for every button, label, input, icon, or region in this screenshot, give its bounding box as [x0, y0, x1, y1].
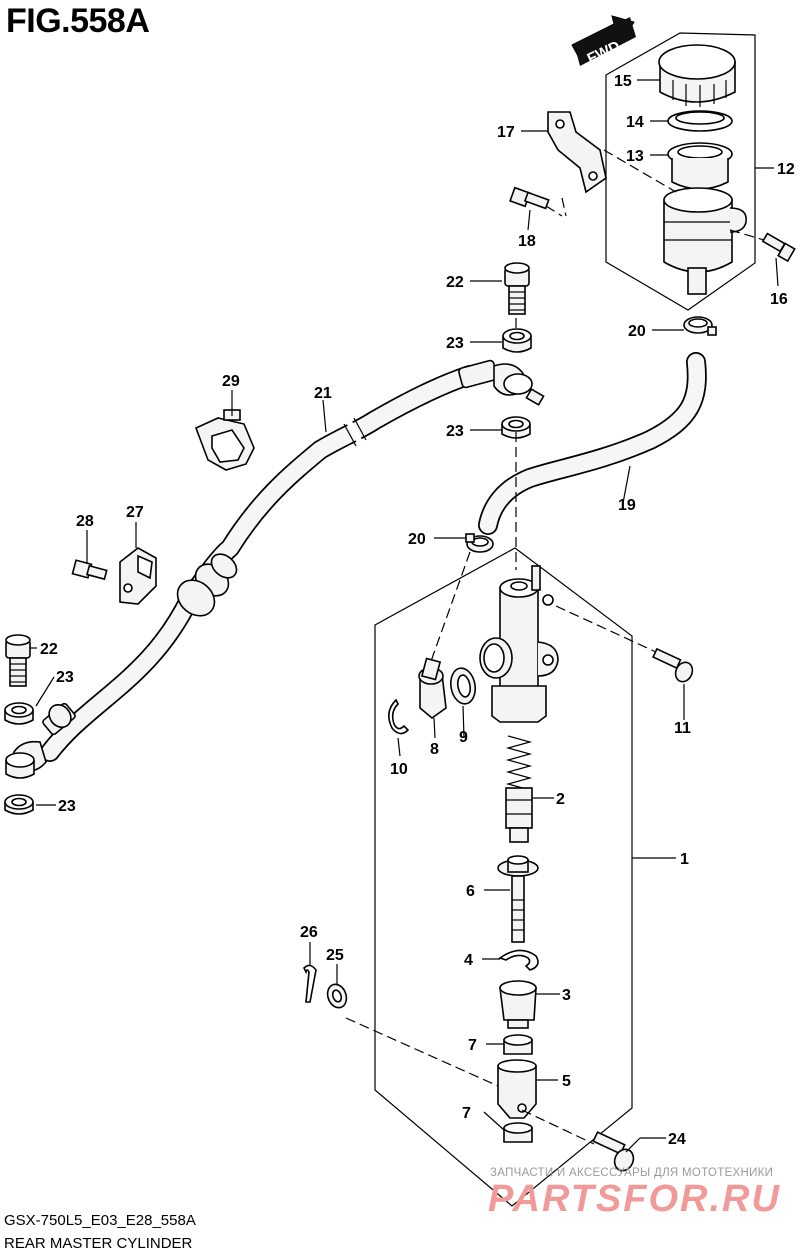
callout-21: 21	[314, 385, 332, 402]
plain-washer	[326, 983, 348, 1009]
master-cylinder-body	[479, 565, 559, 723]
lock-nut-lower	[503, 1122, 533, 1143]
rod-end-joint	[497, 1059, 537, 1119]
model-code: GSX-750L5_E03_E28_558A	[4, 1212, 196, 1229]
reservoir-cap	[658, 44, 736, 107]
callout-12: 12	[777, 161, 795, 178]
callout-3: 3	[562, 987, 571, 1004]
reservoir-bracket	[547, 111, 607, 194]
callout-26: 26	[300, 924, 318, 941]
watermark-tagline: ЗАПЧАСТИ И АКСЕССУАРЫ ДЛЯ МОТОТЕХНИКИ	[490, 1167, 774, 1179]
callout-23-lower-a: 23	[56, 669, 74, 686]
callout-24: 24	[668, 1131, 686, 1148]
reservoir-hose	[478, 352, 707, 535]
gasket-washer-lower-a	[4, 702, 34, 725]
callout-9: 9	[459, 729, 468, 746]
callout-20-lower: 20	[408, 531, 426, 548]
callout-7-upper: 7	[468, 1037, 477, 1054]
dust-boot	[499, 980, 537, 1029]
callout-4: 4	[464, 952, 473, 969]
hose-connector	[418, 657, 447, 720]
diaphragm-plate	[667, 110, 733, 132]
reservoir-tank	[663, 187, 747, 295]
callout-28: 28	[76, 513, 94, 530]
lock-nut-upper	[503, 1034, 533, 1055]
callout-17: 17	[497, 124, 515, 141]
callout-6: 6	[466, 883, 475, 900]
figure-title: FIG.558A	[6, 2, 150, 40]
fwd-arrow-icon: FWD	[571, 15, 636, 68]
callout-23-lower-b: 23	[58, 798, 76, 815]
callout-10: 10	[390, 761, 408, 778]
callout-18: 18	[518, 233, 536, 250]
union-bolt-lower	[5, 634, 31, 687]
mounting-screw	[652, 647, 694, 683]
callout-25: 25	[326, 947, 344, 964]
figure-caption: REAR MASTER CYLINDER	[4, 1235, 193, 1252]
callout-7-lower: 7	[462, 1105, 471, 1122]
push-rod	[497, 855, 539, 943]
callout-16: 16	[770, 291, 788, 308]
callout-20-upper: 20	[628, 323, 646, 340]
callout-5: 5	[562, 1073, 571, 1090]
callout-8: 8	[430, 741, 439, 758]
callout-23-upper-b: 23	[446, 423, 464, 440]
brake-hose	[12, 359, 545, 772]
gasket-washer-upper-a	[502, 328, 532, 353]
callout-27: 27	[126, 504, 144, 521]
circlip	[388, 698, 410, 735]
gasket-washer-upper-b	[501, 416, 531, 439]
clamp-bolt	[71, 559, 108, 581]
callout-15: 15	[614, 73, 632, 90]
snap-ring	[498, 949, 539, 971]
callout-19: 19	[618, 497, 636, 514]
o-ring	[449, 667, 477, 705]
hose-clip-upper	[683, 316, 717, 336]
gasket-washer-lower-c	[4, 794, 34, 815]
watermark-brand-logo: PARTSFOR.RU	[488, 1178, 781, 1220]
callout-23-upper-a: 23	[446, 335, 464, 352]
cotter-pin	[303, 964, 317, 1003]
callout-13: 13	[626, 148, 644, 165]
bracket-bolt	[509, 186, 550, 210]
callout-14: 14	[626, 114, 644, 131]
gasket-washer-lower-b	[5, 752, 35, 779]
clevis-pin	[592, 1131, 635, 1172]
reservoir-bolt	[761, 232, 796, 263]
callout-22-upper: 22	[446, 274, 464, 291]
callout-29: 29	[222, 373, 240, 390]
hose-clamp	[194, 409, 255, 471]
callout-2: 2	[556, 791, 565, 808]
callout-11: 11	[674, 720, 691, 737]
callout-22-lower: 22	[40, 641, 58, 658]
piston-spring	[505, 735, 533, 843]
callout-1: 1	[680, 851, 689, 868]
union-bolt-upper	[504, 262, 530, 315]
master-cylinder-assembly-outline	[374, 547, 633, 1207]
diaphragm	[667, 142, 733, 190]
reservoir-assembly-outline	[605, 32, 756, 311]
hose-clamp-bracket	[119, 547, 157, 605]
hose-clip-lower	[465, 533, 494, 553]
